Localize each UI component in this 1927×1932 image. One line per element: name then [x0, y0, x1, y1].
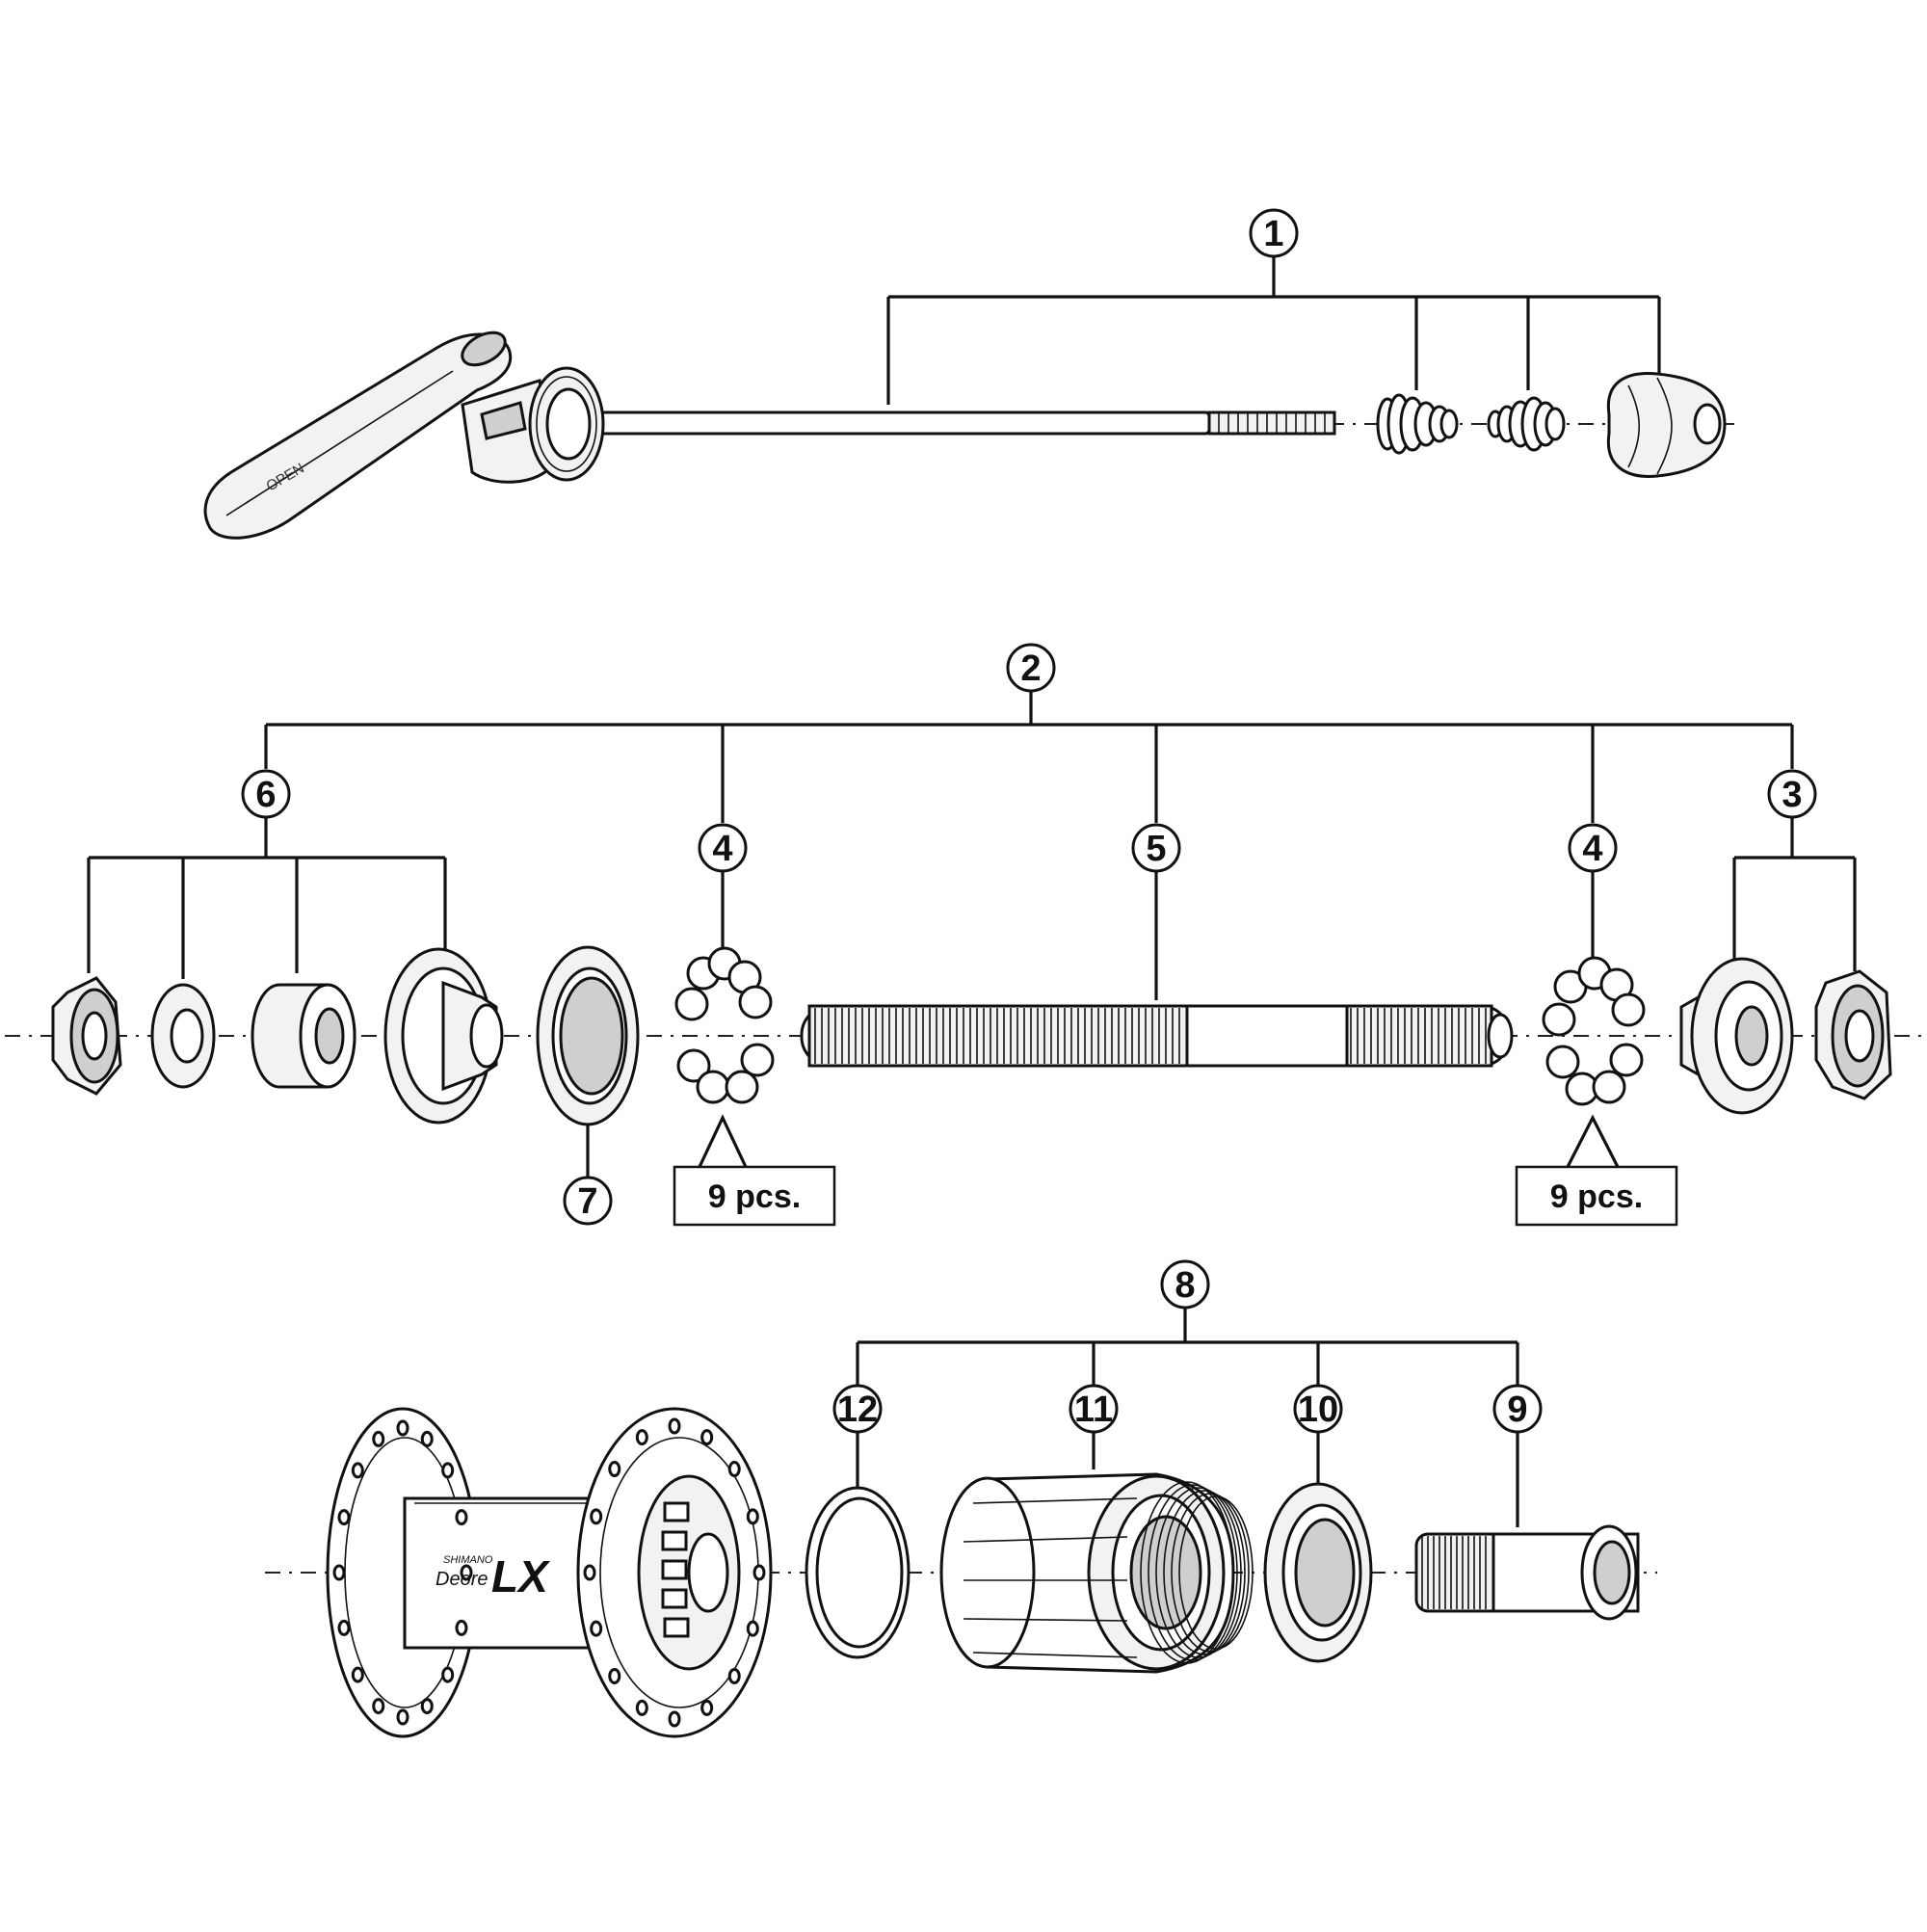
- svg-text:9: 9: [1507, 1389, 1527, 1430]
- quantity-box-left: 9 pcs.: [673, 1114, 836, 1227]
- svg-text:2: 2: [1020, 648, 1041, 689]
- callout-5: 5: [1131, 823, 1181, 1000]
- bearing-balls-left: [674, 946, 775, 1104]
- callout-1: 1: [1249, 208, 1299, 258]
- bracket-1: [886, 255, 1661, 405]
- hub-axle: [800, 1004, 1514, 1068]
- bracket-6: [87, 817, 447, 979]
- svg-text:3: 3: [1782, 775, 1802, 815]
- lock-nut-left: [51, 976, 122, 1096]
- quick-release-group: 1 OPEN: [203, 208, 1734, 540]
- axle-set-group: 2 6: [5, 643, 1927, 1227]
- adjusting-nut: [1606, 372, 1727, 478]
- spring-left: [1376, 393, 1459, 455]
- freewheel-body: [939, 1472, 1254, 1674]
- callout-3: 3: [1767, 769, 1817, 819]
- hub-body-group: 8 12 11 10 9: [265, 1259, 1657, 1738]
- freewheel-sleeve: [1414, 1524, 1640, 1621]
- hub-brand-label: SHIMANO: [443, 1554, 493, 1566]
- svg-text:7: 7: [577, 1181, 597, 1222]
- lock-nut-right: [1814, 969, 1892, 1100]
- callout-11: 11: [1069, 1384, 1119, 1469]
- hub-series-label: Deore: [436, 1569, 488, 1590]
- callout-4-right: 4: [1568, 823, 1618, 959]
- callout-2: 2: [1006, 643, 1056, 693]
- callout-8: 8: [1160, 1259, 1210, 1310]
- hub-shell: SHIMANO Deore LX: [326, 1407, 773, 1738]
- callout-12: 12: [832, 1384, 883, 1489]
- callout-4-left: 4: [698, 823, 748, 959]
- bearing-balls-right: [1542, 956, 1646, 1106]
- spline-teeth: [661, 1501, 690, 1638]
- dust-seal-left: [536, 945, 640, 1126]
- spacer-left: [251, 983, 356, 1089]
- hub-model-label: LX: [491, 1551, 550, 1601]
- cone-right: [1679, 957, 1794, 1115]
- svg-text:8: 8: [1175, 1265, 1195, 1306]
- spoke-holes: [332, 1417, 766, 1728]
- svg-text:11: 11: [1074, 1389, 1113, 1430]
- freewheel-seal: [1263, 1482, 1373, 1663]
- svg-text:4: 4: [712, 829, 732, 869]
- quick-release-lever: OPEN: [203, 331, 605, 540]
- bracket-3: [1732, 817, 1857, 971]
- svg-text:9 pcs.: 9 pcs.: [1550, 1178, 1643, 1215]
- bracket-8: [856, 1308, 1519, 1386]
- callout-10: 10: [1293, 1384, 1343, 1484]
- bracket-2: [264, 691, 1794, 823]
- svg-text:4: 4: [1582, 829, 1602, 869]
- skewer-rod: [557, 410, 1336, 436]
- callout-6: 6: [241, 769, 291, 819]
- callout-7: 7: [563, 1125, 613, 1226]
- svg-text:1: 1: [1263, 214, 1283, 254]
- svg-text:6: 6: [255, 775, 276, 815]
- quantity-box-right: 9 pcs.: [1515, 1114, 1678, 1227]
- svg-text:5: 5: [1146, 829, 1166, 869]
- svg-text:12: 12: [837, 1389, 878, 1430]
- spring-right: [1487, 396, 1566, 452]
- svg-text:10: 10: [1298, 1389, 1338, 1430]
- callout-9: 9: [1492, 1384, 1543, 1527]
- spacer-ring: [805, 1486, 911, 1659]
- cone-left: [383, 947, 504, 1125]
- washer-left: [150, 983, 216, 1089]
- svg-text:9 pcs.: 9 pcs.: [708, 1178, 801, 1215]
